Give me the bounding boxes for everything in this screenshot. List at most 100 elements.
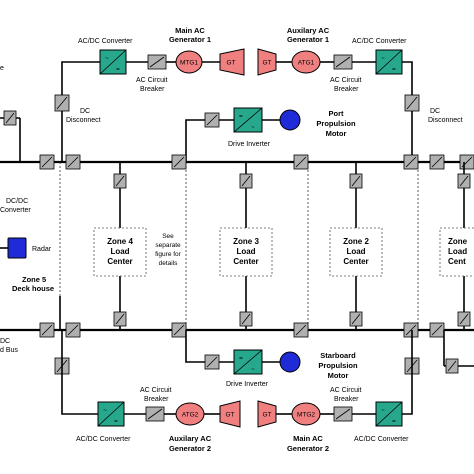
bus-breaker (293, 322, 309, 338)
bottom-right-ac-loop (402, 330, 413, 415)
port-propulsion-motor (279, 109, 301, 131)
svg-text:~: ~ (381, 55, 385, 62)
svg-text:~: ~ (251, 366, 255, 373)
gas-turbine (219, 400, 241, 428)
feed-breaker (239, 311, 253, 327)
ac-circuit-breaker (147, 54, 167, 70)
bus-breaker (293, 154, 309, 170)
gas-turbine (219, 48, 245, 76)
zone-label: Zone (448, 237, 468, 246)
zone-label: Zone 4 (107, 237, 133, 246)
zone-label: Cent (448, 257, 466, 266)
generator-label: Auxilary AC (169, 434, 212, 443)
mtg1-label: MTG1 (180, 60, 198, 67)
zone-2-load-center (329, 227, 383, 277)
motor-label: Propulsion (316, 119, 356, 128)
bus-breaker (459, 154, 474, 170)
breaker-label: Breaker (140, 86, 165, 93)
mtg1-generator (175, 50, 203, 74)
generator-label: Generator 2 (169, 444, 211, 453)
see-note: separate (155, 242, 181, 249)
ac-dc-converter: ~= (97, 401, 125, 427)
bus-breaker (65, 322, 81, 338)
inverter-label: Drive Inverter (228, 141, 271, 148)
feed-breaker (457, 311, 471, 327)
generator-label: Generator 1 (287, 35, 329, 44)
radar-icon (7, 237, 27, 259)
ac-circuit-breaker (145, 406, 165, 422)
svg-text:~: ~ (103, 407, 107, 414)
generator-label: Auxilary AC (287, 26, 330, 35)
bus-breaker (39, 322, 55, 338)
svg-text:=: = (392, 66, 396, 73)
converter-label: AC/DC Converter (78, 38, 133, 45)
dc-breaker (204, 354, 220, 370)
dcdc-label: DC/DC (6, 198, 28, 205)
generator-label: Main AC (293, 434, 323, 443)
zone-label: Zone 3 (233, 237, 259, 246)
zone-label: Load (110, 247, 129, 256)
zone-5-label: Deck house (12, 284, 54, 293)
see-note: See (162, 233, 174, 240)
dc-bus-label: DC (0, 338, 10, 345)
atg1-label: ATG1 (298, 60, 315, 67)
breaker-label: Breaker (334, 86, 359, 93)
top-right-ac-loop (402, 61, 413, 162)
svg-text:=: = (239, 355, 243, 362)
breaker-label: AC Circuit (330, 387, 362, 394)
svg-text:=: = (114, 418, 118, 425)
dc-disconnect (54, 94, 70, 112)
feed-breaker (349, 311, 363, 327)
zone-label: Load (236, 247, 255, 256)
bottom-left-ac-loop (61, 330, 98, 415)
radar-label: Radar (32, 246, 52, 253)
gas-turbine (257, 48, 277, 76)
gt-label: GT (262, 412, 271, 419)
atg2-generator (175, 402, 205, 426)
starboard-propulsion-motor (279, 351, 301, 373)
bus-breaker (65, 154, 81, 170)
zone-1-load-center (439, 227, 474, 277)
mtg2-label: MTG2 (297, 412, 315, 419)
zone-label: Center (233, 257, 258, 266)
dc-bus-label: d Bus (0, 347, 18, 354)
mtg2-generator (291, 402, 321, 426)
bus-breaker (403, 322, 419, 338)
dc-breaker (3, 110, 17, 126)
feed-breaker (349, 173, 363, 189)
gt-label: GT (226, 60, 235, 67)
feed-breaker (239, 173, 253, 189)
zone-4-load-center (93, 227, 147, 277)
feed-breaker (457, 173, 471, 189)
motor-label: Propulsion (318, 361, 358, 370)
converter-label: AC/DC Converter (354, 436, 409, 443)
zone-label: Load (448, 247, 467, 256)
breaker-label: Breaker (334, 396, 359, 403)
motor-label: Motor (328, 371, 349, 380)
drive-inverter: =~ (233, 349, 263, 375)
zone-label: Center (343, 257, 368, 266)
converter-label: AC/DC Converter (76, 436, 131, 443)
disconnect-label: Disconnect (428, 117, 463, 124)
disconnect-label: DC (430, 108, 440, 115)
svg-text:=: = (116, 66, 120, 73)
svg-text:~: ~ (381, 407, 385, 414)
gt-label: GT (262, 60, 271, 67)
svg-text:=: = (392, 418, 396, 425)
zone-3-load-center (219, 227, 273, 277)
see-note: figure for (155, 251, 181, 258)
zone-label: Center (107, 257, 132, 266)
motor-label: Starboard (320, 351, 356, 360)
atg2-label: ATG2 (182, 412, 199, 419)
dc-breaker (445, 358, 459, 374)
generator-label: Main AC (175, 26, 205, 35)
bus-breaker (171, 322, 187, 338)
motor-label: Motor (326, 129, 347, 138)
disconnect-label: DC (80, 108, 90, 115)
breaker-label: AC Circuit (330, 77, 362, 84)
dc-breaker (204, 112, 220, 128)
breaker-label: AC Circuit (136, 77, 168, 84)
generator-label: Generator 1 (169, 35, 211, 44)
converter-label: AC/DC Converter (352, 38, 407, 45)
